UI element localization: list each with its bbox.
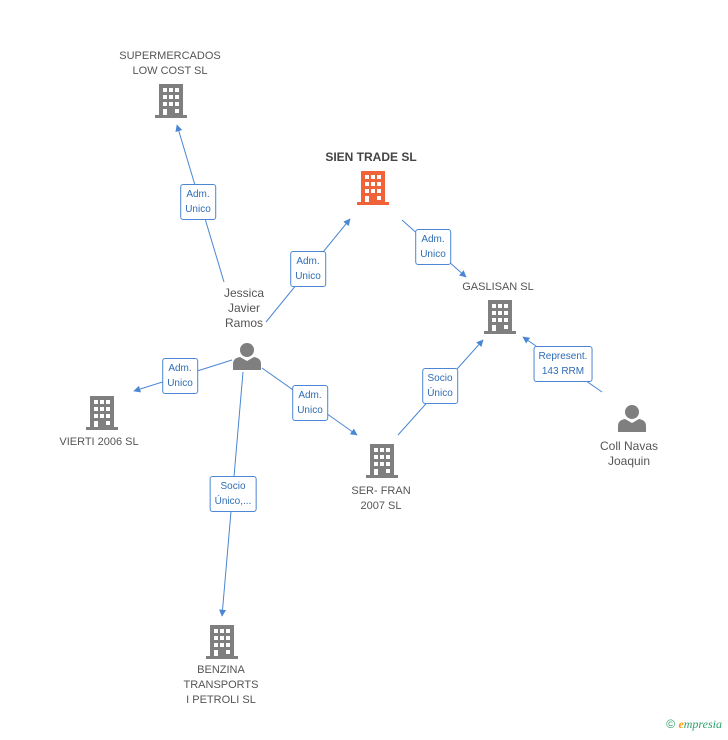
building-icon[interactable] [484,300,516,334]
person-icon[interactable] [233,343,261,370]
building-icon[interactable] [86,396,118,430]
node-label-gaslisan[interactable]: GASLISAN SL [462,281,534,293]
brand-footer: © empresia [666,717,722,732]
building-icon[interactable] [155,84,187,118]
node-label-sien-trade[interactable]: SIEN TRADE SL [325,150,417,164]
building-icon[interactable] [206,625,238,659]
node-label-vierti[interactable]: VIERTI 2006 SL [59,436,139,448]
relation-box: Adm. Unico [162,358,198,394]
node-label-benzina[interactable]: BENZINA TRANSPORTS I PETROLI SL [183,664,259,706]
node-label-coll-navas[interactable]: Coll Navas Joaquin [599,439,659,468]
node-label-jessica[interactable]: Jessica Javier Ramos [223,286,265,330]
brand-logo-e: e [678,717,684,731]
brand-logo-text: mpresia [683,717,722,731]
relation-box: Adm. Unico [415,229,451,265]
building-icon-highlighted[interactable] [357,171,389,205]
relation-box: Socio Único,... [209,476,257,512]
person-icon[interactable] [618,405,646,432]
node-label-supermercados[interactable]: SUPERMERCADOS LOW COST SL [119,50,221,77]
relation-box: Adm. Unico [292,385,328,421]
node-label-ser-fran[interactable]: SER- FRAN 2007 SL [351,485,411,512]
relation-box: Adm. Unico [290,251,326,287]
relation-box: Adm. Unico [180,184,216,220]
relation-box: Socio Único [422,368,458,404]
copyright-icon: © [666,717,676,731]
building-icon[interactable] [366,444,398,478]
relation-box: Represent. 143 RRM [533,346,593,382]
